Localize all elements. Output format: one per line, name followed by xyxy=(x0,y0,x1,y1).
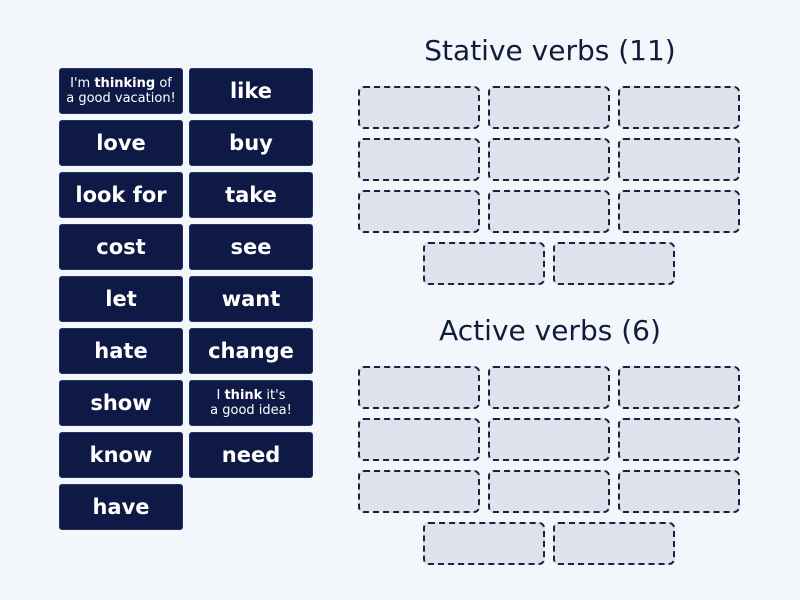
tile-label: take xyxy=(225,183,277,207)
tile-text-part: of xyxy=(155,76,172,91)
drop-slot[interactable] xyxy=(488,470,610,513)
drop-slot[interactable] xyxy=(553,522,675,565)
word-tile[interactable]: let xyxy=(59,276,183,322)
drop-slot[interactable] xyxy=(488,86,610,129)
word-tile[interactable]: hate xyxy=(59,328,183,374)
word-tile[interactable]: love xyxy=(59,120,183,166)
drop-slot[interactable] xyxy=(358,138,480,181)
drop-slot[interactable] xyxy=(618,190,740,233)
word-tile[interactable]: want xyxy=(189,276,313,322)
tile-text-part: I xyxy=(216,388,225,403)
word-tile[interactable]: have xyxy=(59,484,183,530)
drop-slot[interactable] xyxy=(618,86,740,129)
tile-text-part: think xyxy=(224,388,263,403)
word-tile[interactable]: need xyxy=(189,432,313,478)
drop-slot[interactable] xyxy=(618,418,740,461)
word-tile[interactable]: change xyxy=(189,328,313,374)
tile-label: let xyxy=(105,287,137,311)
tile-label: want xyxy=(221,287,281,311)
drop-slot[interactable] xyxy=(423,242,545,285)
drop-slot[interactable] xyxy=(488,418,610,461)
drop-slot[interactable] xyxy=(358,418,480,461)
tile-text-line2: a good idea! xyxy=(210,403,292,418)
tile-label: like xyxy=(229,79,273,103)
drop-slot[interactable] xyxy=(358,470,480,513)
drop-slot[interactable] xyxy=(488,366,610,409)
tile-label: show xyxy=(90,391,152,415)
tile-label: change xyxy=(208,339,294,363)
tile-label: look for xyxy=(75,183,167,207)
drop-slot[interactable] xyxy=(618,470,740,513)
word-tile[interactable]: show xyxy=(59,380,183,426)
group-title-active: Active verbs (6) xyxy=(439,314,661,347)
drop-slot[interactable] xyxy=(618,366,740,409)
drop-slot[interactable] xyxy=(553,242,675,285)
tile-label: know xyxy=(89,443,153,467)
word-tile[interactable]: look for xyxy=(59,172,183,218)
drop-slot[interactable] xyxy=(618,138,740,181)
drop-slot[interactable] xyxy=(358,86,480,129)
word-tile[interactable]: cost xyxy=(59,224,183,270)
tile-text-line2: a good vacation! xyxy=(66,91,176,106)
tile-text-part: I'm xyxy=(70,76,95,91)
tile-label: have xyxy=(92,495,150,519)
tile-label: need xyxy=(221,443,281,467)
drop-slot[interactable] xyxy=(423,522,545,565)
word-tile[interactable]: take xyxy=(189,172,313,218)
tile-label: hate xyxy=(94,339,148,363)
tile-label: buy xyxy=(229,131,273,155)
word-tile[interactable]: know xyxy=(59,432,183,478)
tile-text-part: thinking xyxy=(94,76,156,91)
tile-label: love xyxy=(96,131,146,155)
tile-label: see xyxy=(230,235,272,259)
tile-label: cost xyxy=(96,235,146,259)
drop-slot[interactable] xyxy=(358,366,480,409)
group-title-stative: Stative verbs (11) xyxy=(424,34,676,67)
drop-slot[interactable] xyxy=(488,190,610,233)
tile-text-part: it's xyxy=(262,388,286,403)
word-tile[interactable]: buy xyxy=(189,120,313,166)
drop-slot[interactable] xyxy=(488,138,610,181)
drop-slot[interactable] xyxy=(358,190,480,233)
word-tile[interactable]: see xyxy=(189,224,313,270)
word-tile[interactable]: like xyxy=(189,68,313,114)
